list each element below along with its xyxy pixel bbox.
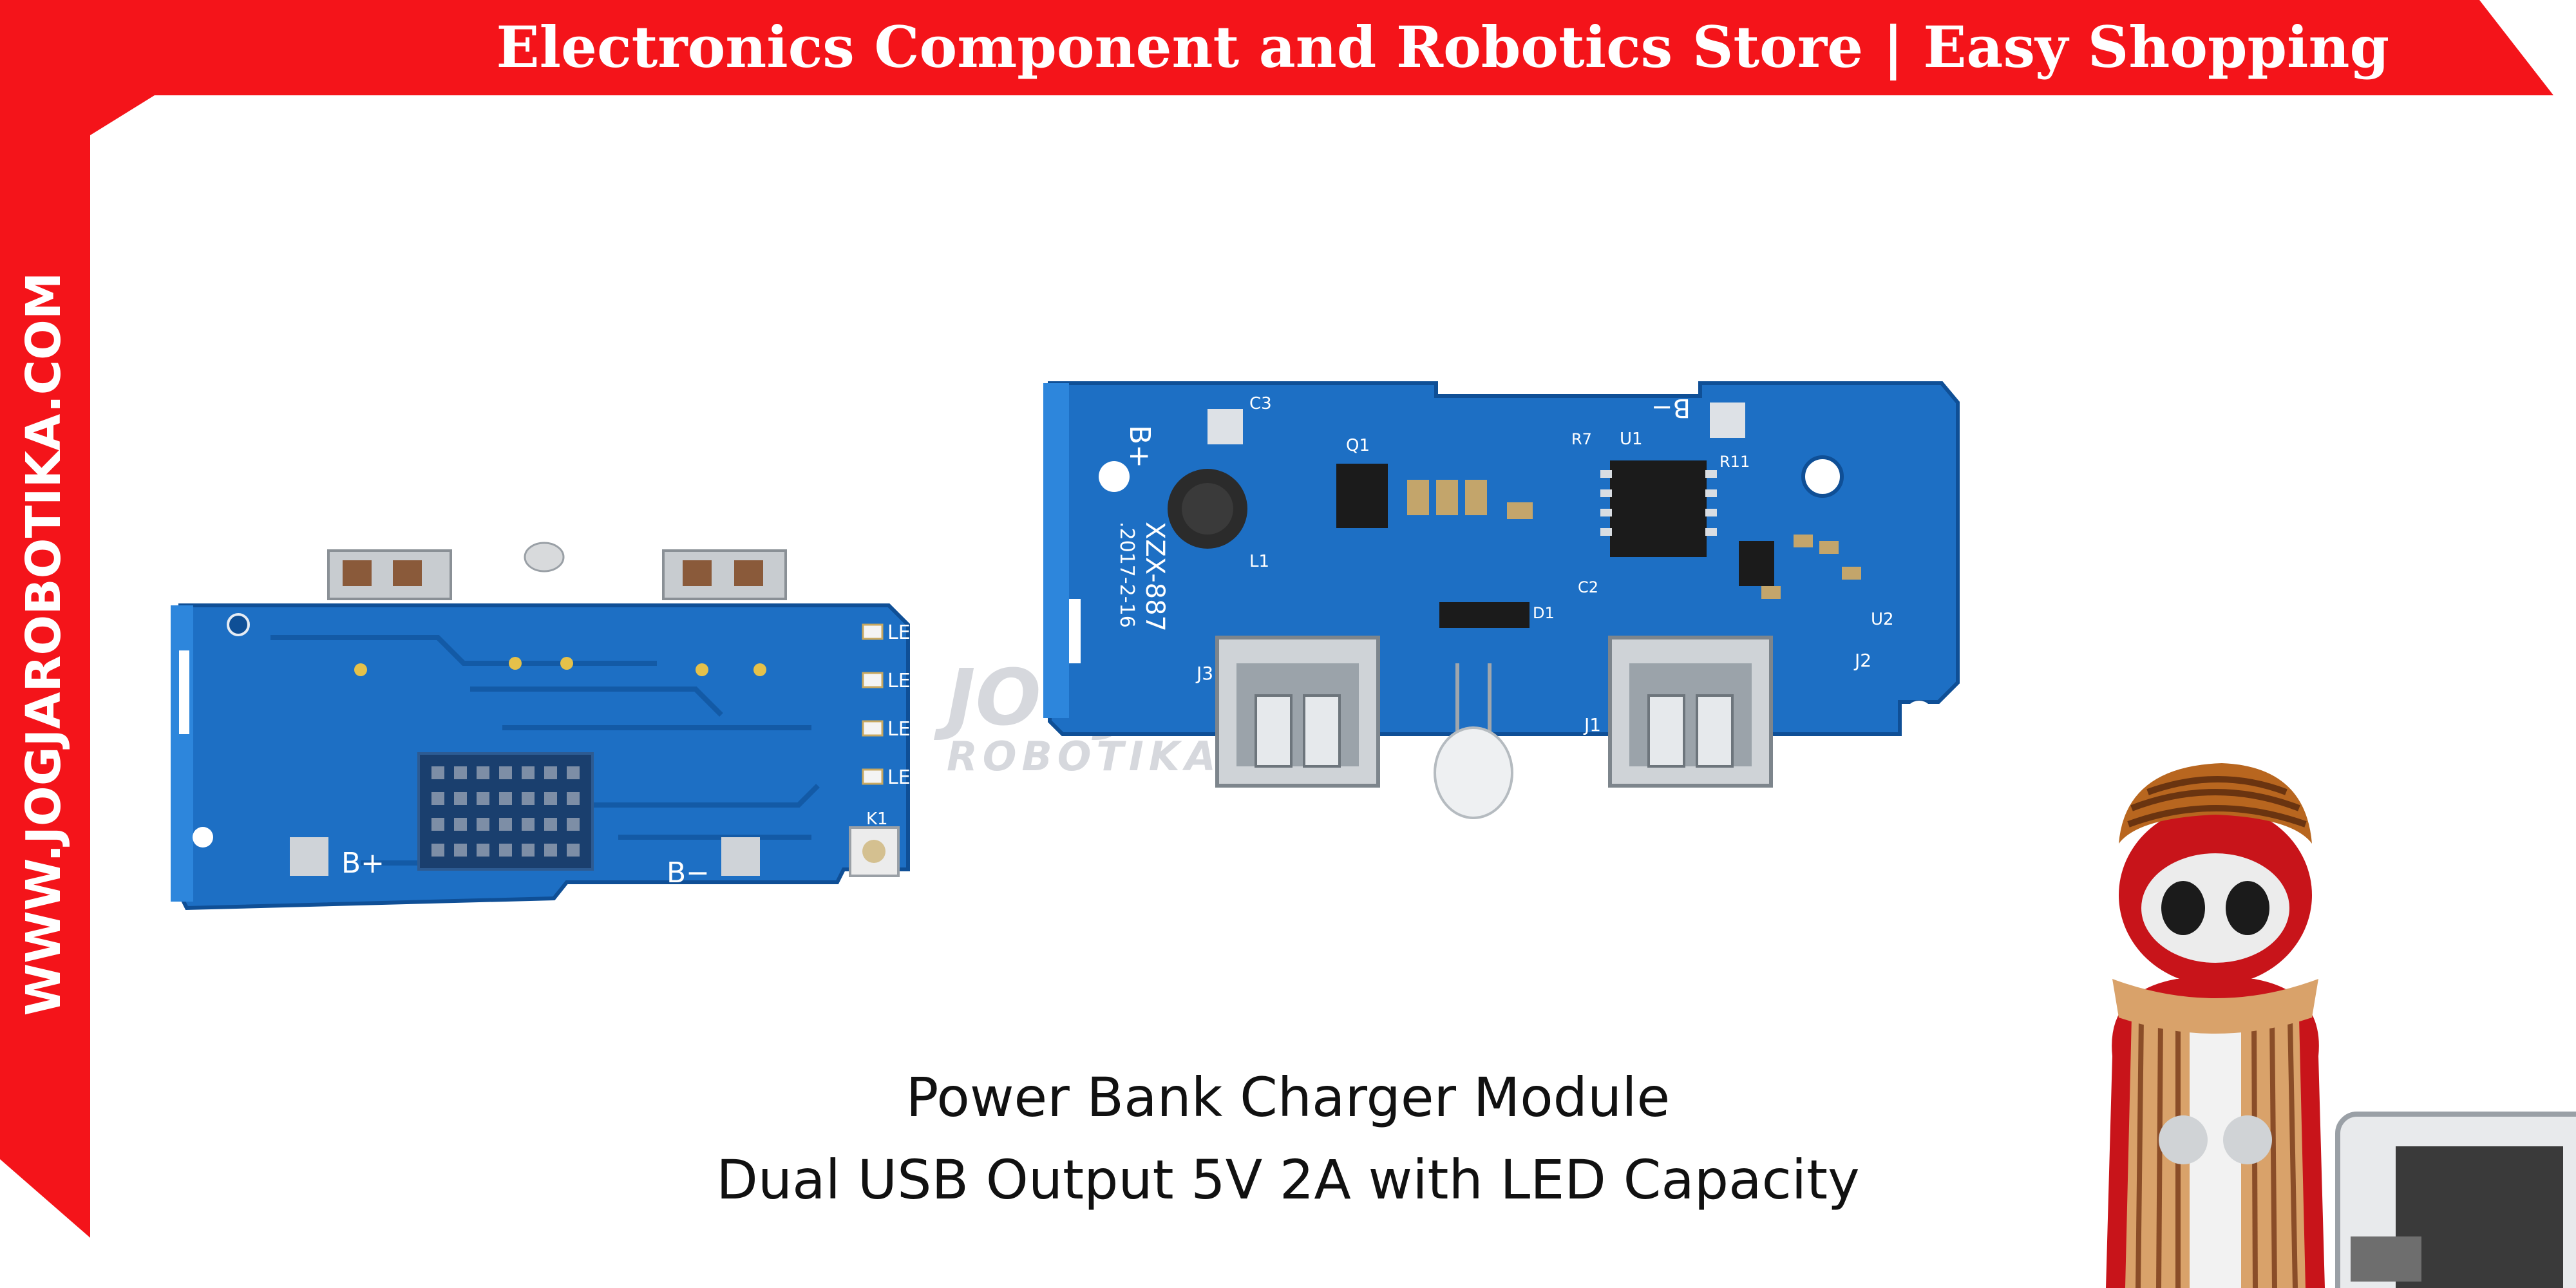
svg-text:R7: R7 <box>1571 430 1592 448</box>
svg-text:C3: C3 <box>1249 394 1272 413</box>
svg-text:U2: U2 <box>1871 610 1894 629</box>
svg-text:B−: B− <box>667 857 710 889</box>
svg-text:LED2: LED2 <box>887 718 938 741</box>
svg-text:K1: K1 <box>866 810 888 829</box>
svg-text:J3: J3 <box>1195 663 1213 684</box>
svg-text:B−: B− <box>1651 393 1690 422</box>
website-url[interactable]: WWW.JOGJAROBOTIKA.COM <box>16 272 71 1016</box>
pcb-back-side-image: LED4 LED3 LED2 LED1 K1 B+ B− <box>167 535 953 934</box>
svg-text:B+: B+ <box>341 847 384 880</box>
svg-text:J2: J2 <box>1853 650 1871 671</box>
svg-text:L1: L1 <box>1249 552 1269 571</box>
robot-mascot-icon <box>2035 747 2576 1288</box>
svg-text:Q1: Q1 <box>1346 436 1370 455</box>
product-title-line2: Dual USB Output 5V 2A with LED Capacity <box>716 1148 1860 1211</box>
svg-text:LED1: LED1 <box>887 766 938 789</box>
svg-text:.2017-2-16: .2017-2-16 <box>1115 522 1138 628</box>
svg-text:J1: J1 <box>1583 714 1601 735</box>
svg-text:LED3: LED3 <box>887 670 938 692</box>
svg-text:R11: R11 <box>1719 453 1750 471</box>
pcb-front-side-image: B+ B− XZX-887 .2017-2-16 J3 J1 J2 L1 Q1 … <box>1043 374 1964 850</box>
svg-text:C2: C2 <box>1578 578 1598 596</box>
svg-text:XZX-887: XZX-887 <box>1140 522 1170 632</box>
svg-text:LED4: LED4 <box>887 621 938 644</box>
product-title-line1: Power Bank Charger Module <box>905 1066 1671 1129</box>
store-tagline: Electronics Component and Robotics Store… <box>496 14 2390 80</box>
svg-text:U1: U1 <box>1620 430 1643 449</box>
svg-text:B+: B+ <box>1123 425 1156 468</box>
svg-text:D1: D1 <box>1533 604 1555 622</box>
watermark-line2: ROBOTIKA <box>947 733 1221 780</box>
product-title: Power Bank Charger Module Dual USB Outpu… <box>580 1056 1996 1221</box>
